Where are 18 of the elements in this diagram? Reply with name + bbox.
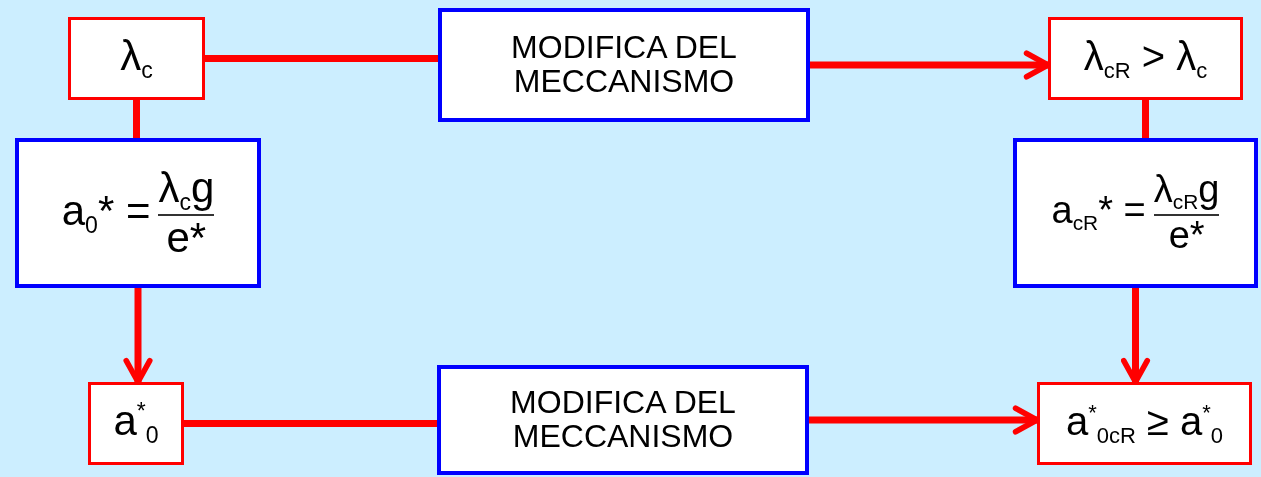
fraction-numerator: λ$_{c}$g bbox=[158, 165, 215, 215]
fraction-numerator: λ$_{cR}$g bbox=[1153, 170, 1220, 214]
fraction-denominator: e* bbox=[1168, 215, 1205, 256]
process-label: MODIFICA DEL MECCANISMO bbox=[510, 31, 738, 99]
formula-left-side: a$_{0}$* = bbox=[61, 188, 151, 238]
process-label: MODIFICA DEL MECCANISMO bbox=[509, 386, 737, 454]
process-box bbox=[437, 365, 809, 475]
quantity-box bbox=[1048, 17, 1243, 100]
quantity-box bbox=[68, 17, 205, 100]
quantity-box bbox=[88, 382, 184, 465]
process-box bbox=[15, 138, 261, 288]
fraction-denominator: e* bbox=[166, 216, 207, 261]
formula-text: λ$_{c}$ bbox=[120, 34, 153, 83]
formula-text: λ$_{cR}$ > λ$_{c}$ bbox=[1083, 35, 1208, 82]
process-box bbox=[1013, 138, 1258, 288]
formula-left-side: a$_{cR}$* = bbox=[1051, 191, 1146, 235]
quantity-box bbox=[1037, 382, 1252, 465]
process-box bbox=[438, 8, 810, 122]
